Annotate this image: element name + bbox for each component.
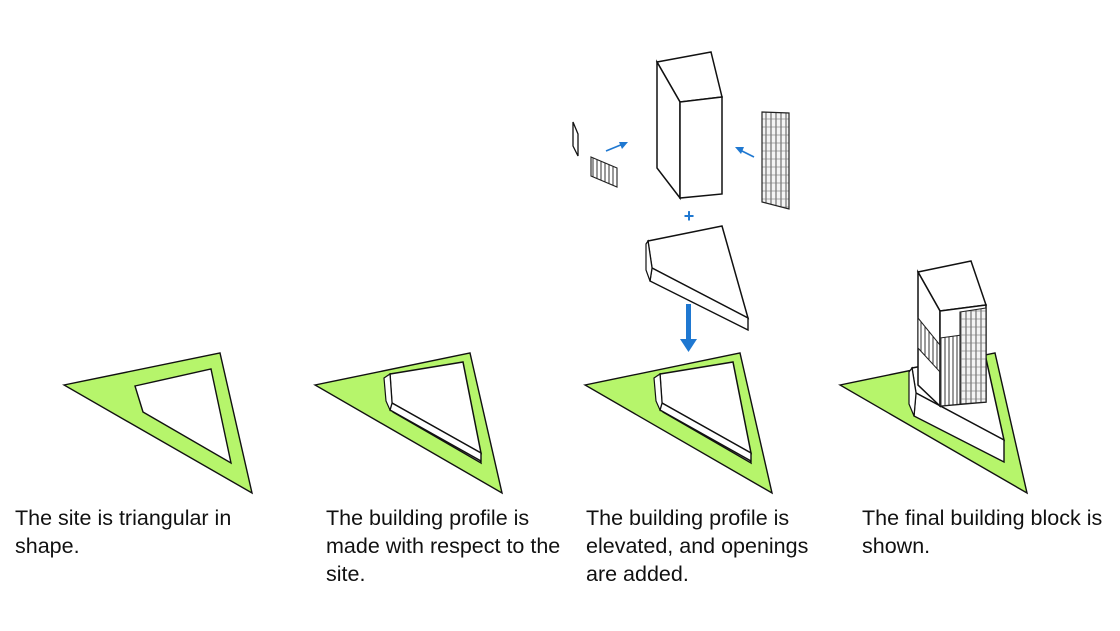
step-1-site-diagram xyxy=(62,352,254,495)
facade-panel-small xyxy=(590,156,618,188)
tower-side-face xyxy=(679,96,723,199)
caption-step-3: The building profile is elevated, and op… xyxy=(586,506,809,586)
tower-side-facade-lower xyxy=(939,334,963,407)
arrow-left-panel xyxy=(605,142,628,152)
tower-side-facade-grid xyxy=(959,307,987,405)
caption-step-4: The final building block is shown. xyxy=(862,506,1103,558)
caption-step-2: The building profile is made with respec… xyxy=(326,506,561,586)
step-2-profile-diagram xyxy=(313,352,504,495)
building-profile-edge xyxy=(653,372,663,412)
elevated-slab-edge xyxy=(645,239,653,282)
step-4-final-diagram xyxy=(838,260,1029,495)
facade-panel-thin xyxy=(572,121,579,157)
caption-step-1: The site is triangular in shape. xyxy=(15,506,232,558)
site-triangle xyxy=(62,352,254,495)
step-3-elevation-diagram: + xyxy=(572,51,790,495)
arrow-down xyxy=(680,304,697,352)
arrow-right-panel xyxy=(735,147,755,158)
plus-sign: + xyxy=(684,206,695,226)
facade-panel-right xyxy=(761,111,790,210)
podium-edge xyxy=(908,366,917,417)
building-profile-edge xyxy=(383,372,393,412)
